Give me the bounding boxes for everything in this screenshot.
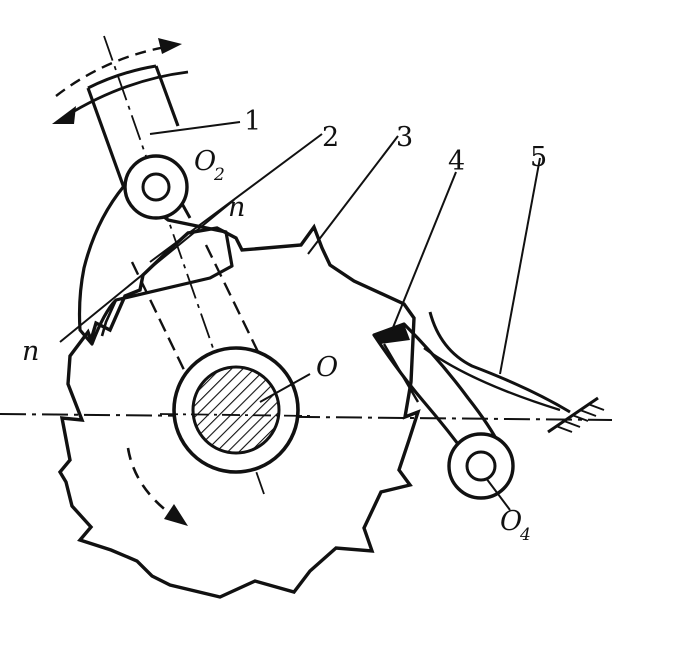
locking-pawl-tip [374,324,410,344]
pivot-o4-outer [447,432,515,500]
label-pivot-o2-sub: 2 [213,165,225,185]
label-center-o: O [316,352,338,383]
lever-hidden-right [204,244,264,361]
oscillation-arrowhead-right [158,38,182,54]
label-pivot-o4: O [500,506,522,537]
rotation-arrowhead [164,504,188,526]
normal-line-n-n [59,199,235,343]
label-part-3: 3 [396,122,413,153]
ground-hatching [555,403,605,433]
label-part-2: 2 [322,122,339,153]
spring [428,311,571,414]
spring-lower [423,347,561,412]
pivot-o2-inner [141,172,171,202]
lever-top-end [87,64,157,90]
oscillation-arrow-solid [65,70,189,118]
ratchet-wheel [57,223,421,599]
label-pivot-o4-sub: 4 [519,525,531,545]
shaft-hatched [191,365,281,455]
label-part-1: 1 [244,106,261,137]
leader-5 [499,157,541,375]
leader-4 [391,171,457,331]
pivot-o4-inner [465,450,497,482]
label-part-4: 4 [448,146,465,177]
leader-2 [149,133,323,263]
label-pivot-o2: O [194,146,216,177]
leader-O4 [485,477,511,511]
horizontal-centerline [0,413,613,421]
shaft-centerline-h [159,413,313,417]
leader-O [259,373,311,403]
leader-3 [307,135,399,255]
locking-pawl-contact [382,343,420,403]
rotation-arrow [126,447,169,514]
leader-1 [149,121,241,135]
oscillation-arrow-dashed [55,44,173,97]
lever-left-edge [86,87,126,189]
label-normal-n-left: n [22,336,39,367]
label-normal-n-top: n [228,192,245,223]
pivot-o2-outer [123,154,189,220]
oscillation-arrowhead-left [52,106,76,124]
lever-hidden-left [130,261,187,373]
lever-axis [103,35,265,495]
pawl-contact-face [100,299,118,337]
label-part-5: 5 [530,142,547,173]
